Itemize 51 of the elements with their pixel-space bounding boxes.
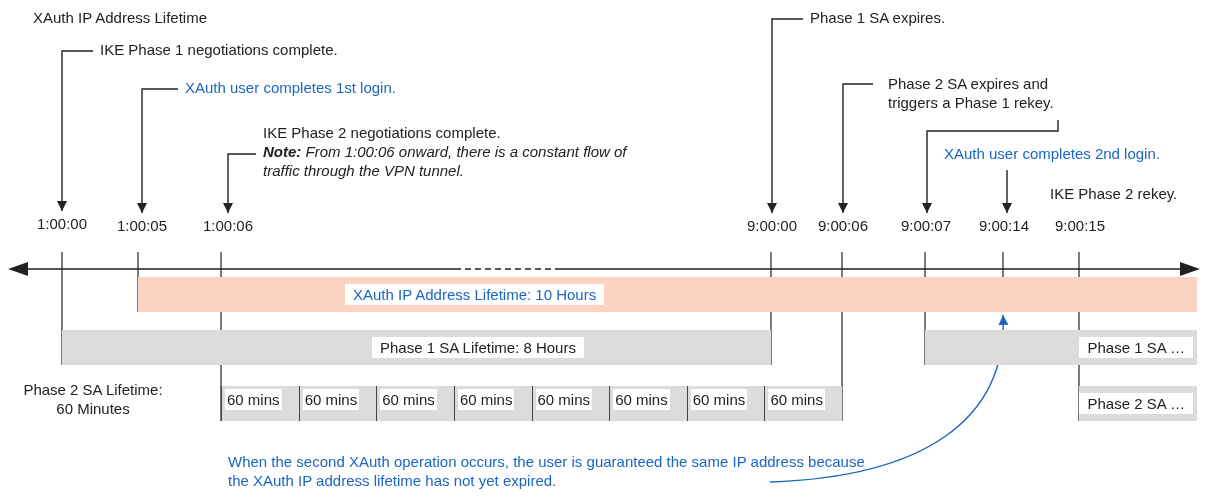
callout-text: Phase 2 SA expires and triggers a Phase 1 rekey. [888,74,1078,116]
diagram-title: XAuth IP Address Lifetime [33,8,207,27]
time-label: 9:00:15 [1045,216,1115,236]
lifetime-bar [62,330,771,365]
callout-text: XAuth user completes 2nd login. [944,144,1204,166]
leader-arrow [1002,169,1012,214]
callout-text: XAuth user completes 1st login. [185,78,515,100]
bar-label: 60 mins [225,389,282,410]
time-label: 1:00:00 [27,214,97,234]
bar-label: Phase 1 SA … [1079,337,1193,358]
bar-label: 60 mins [457,389,515,410]
leader-arrow [922,119,1059,214]
bar-label: Phase 2 SA … [1079,393,1193,414]
time-label: 9:00:06 [808,216,878,236]
leader-arrow [767,18,804,214]
lifetime-segment [686,386,765,421]
leader-arrow [137,88,179,214]
time-label: 9:00:14 [969,216,1039,236]
bar-label: 60 mins [768,389,825,410]
time-label: 1:00:05 [104,216,180,236]
lifetime-segment [609,386,687,421]
bar-label: 60 mins [690,389,748,410]
annotation-text: Phase 2 SA Lifetime: 60 Minutes [22,380,164,418]
leader-arrow [769,314,1008,483]
bar-label: Phase 1 SA Lifetime: 8 Hours [372,337,584,358]
leader-arrow [223,153,257,214]
bar-label: 60 mins [380,389,437,410]
time-label: 9:00:07 [891,216,961,236]
note-text: Note: From 1:00:06 onward, there is a constant flow of traffic through the VPN tunnel. [263,142,629,180]
lifetime-segment [453,386,532,421]
note-text: When the second XAuth operation occurs, the user is guaranteed the same IP address because the XAuth IP address lifetime has not yet expired. [228,452,868,494]
callout-text: IKE Phase 2 negotiations complete. [263,123,502,142]
lifetime-segment [221,386,299,421]
time-label: 9:00:00 [737,216,807,236]
time-label: 1:00:06 [190,216,266,236]
lifetime-segment [298,386,377,421]
lifetime-segment [764,386,842,421]
lifetime-segment [531,386,610,421]
bar-label: 60 mins [535,389,593,410]
lifetime-bar [925,330,1197,365]
annotation-text: IKE Phase 2 rekey. [1050,184,1179,203]
leader-arrow [57,50,94,212]
bar-label: 60 mins [302,389,360,410]
lifetime-segment [376,386,454,421]
bar-label: XAuth IP Address Lifetime: 10 Hours [345,284,605,305]
callout-text: Phase 1 SA expires. [810,8,1010,30]
callout-text: IKE Phase 1 negotiations complete. [100,40,430,62]
lifetime-bar [138,277,1197,312]
bar-label: 60 mins [613,389,670,410]
lifetime-bar [1079,386,1197,421]
leader-arrow [838,83,874,214]
